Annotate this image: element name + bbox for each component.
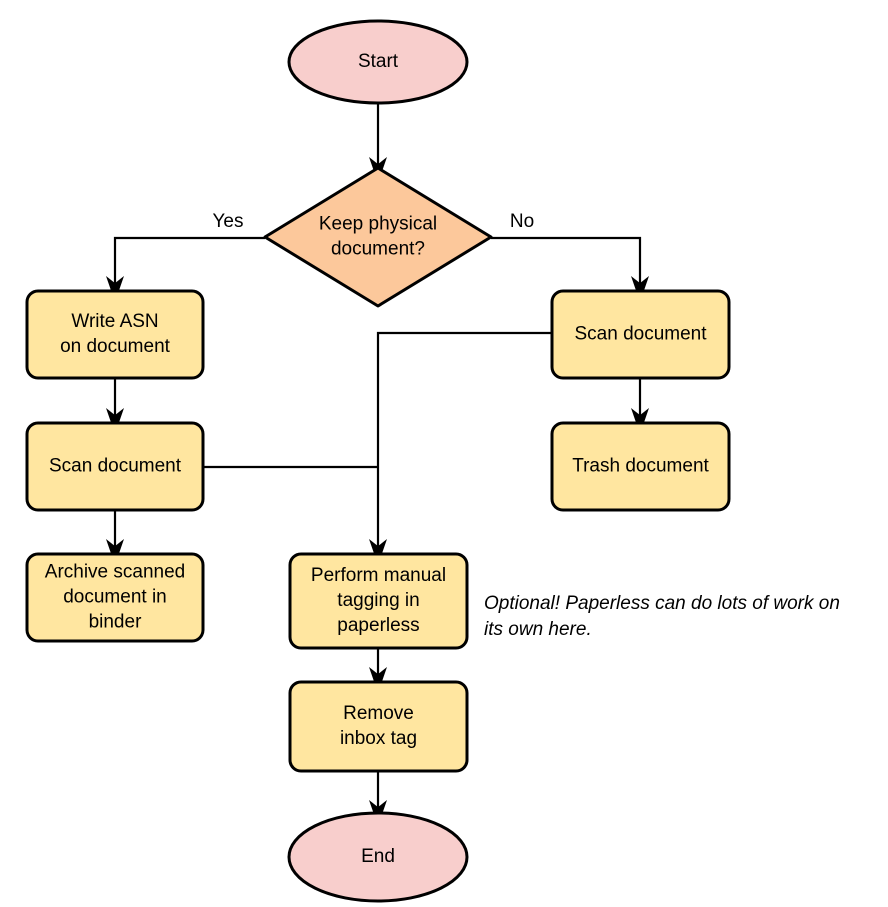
edge-arrowhead-icon [369,667,387,693]
node-label-line: End [361,846,395,867]
edge-arrowhead-icon [631,276,649,302]
edge-decision-yes-to-write-asn: Yes [106,211,265,302]
edge-scan-document-right-to-tagging [369,331,552,565]
node-label-line: Start [358,51,399,72]
edge-arrowhead-icon [631,408,649,434]
node-label-line: Keep physical [319,214,437,235]
edge-scan-document-right-to-trash [631,378,649,434]
node-archive-scanned-document-in-binder[interactable]: Archive scanned document in binder [25,552,205,643]
node-label-line: Trash document [572,456,709,477]
node-label-line: document in [63,587,167,608]
node-perform-manual-tagging-in-paperless[interactable]: Perform manual tagging in paperless [288,552,469,650]
node-label: Write ASN on document [60,311,171,357]
node-label-line: Archive scanned [45,562,185,583]
node-write-asn-on-document[interactable]: Write ASN on document [25,289,205,380]
annotation-optional-note: Optional! Paperless can do lots of work … [484,593,840,640]
node-remove-inbox-tag[interactable]: Remove inbox tag [288,680,469,773]
edge-arrowhead-icon [106,539,124,565]
edge-path [113,236,265,285]
annotation-text: Optional! Paperless can do lots of work … [484,593,840,640]
node-label: Scan document [574,324,707,345]
node-shape-rect[interactable] [288,552,469,650]
node-label: Scan document [49,456,182,477]
annotation-line: Optional! Paperless can do lots of work … [484,593,840,614]
node-label: Start [358,51,399,72]
node-shape-ellipse[interactable] [287,19,469,105]
edge-scan-document-left-to-archive [106,510,124,565]
node-keep-physical-document[interactable]: Keep physical document? [263,166,493,308]
node-label-line: inbox tag [340,728,417,749]
edge-arrowhead-icon [106,408,124,434]
edge-arrowhead-icon [106,276,124,302]
node-label: Trash document [572,456,709,477]
node-trash-document[interactable]: Trash document [550,421,731,512]
node-shape-rect[interactable] [25,552,205,643]
node-label: End [361,846,395,867]
node-shape-diamond[interactable] [263,166,493,308]
node-label-line: on document [60,336,171,357]
node-start[interactable]: Start [287,19,469,105]
edge-arrowhead-icon [369,539,387,565]
node-label: Archive scanned document in binder [45,562,185,633]
node-label: Keep physical document? [319,214,437,260]
node-shape-rect[interactable] [25,289,205,380]
node-end[interactable]: End [287,811,469,903]
annotation-line: its own here. [484,619,592,640]
node-label-line: Scan document [574,324,707,345]
node-shape-rect[interactable] [25,421,205,512]
node-label-line: Scan document [49,456,182,477]
edge-tagging-to-remove-inbox-tag [369,648,387,693]
node-label-line: paperless [337,615,419,636]
node-shape-ellipse[interactable] [287,811,469,903]
annotations-layer: Optional! Paperless can do lots of work … [484,593,840,640]
edges-layer: Yes No [106,103,649,826]
node-label: Remove inbox tag [340,703,417,749]
node-label-line: Perform manual [311,565,446,586]
node-shape-rect[interactable] [550,421,731,512]
node-scan-document-right[interactable]: Scan document [550,289,731,380]
edge-write-asn-to-scan-document-left [106,378,124,434]
node-label-line: binder [89,612,142,633]
edge-path [491,236,642,285]
node-shape-rect[interactable] [550,289,731,380]
node-label-line: Remove [343,703,414,724]
node-shape-rect[interactable] [288,680,469,773]
node-label-line: tagging in [337,590,419,611]
edge-path [376,331,552,548]
node-scan-document-left[interactable]: Scan document [25,421,205,512]
edge-decision-no-to-scan-document-right: No [491,211,649,302]
edge-label: No [510,211,534,232]
node-label-line: document? [331,239,425,260]
node-label-line: Write ASN [71,311,158,332]
edge-label: Yes [213,211,244,232]
node-label: Perform manual tagging in paperless [311,565,446,636]
